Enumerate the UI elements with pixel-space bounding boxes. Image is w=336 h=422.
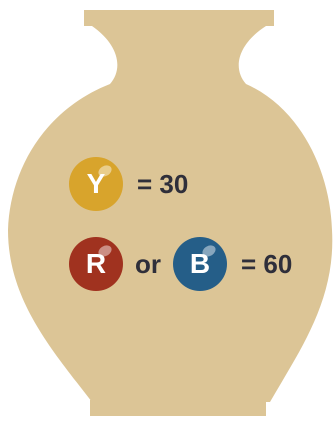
yellow-ball-letter: Y: [86, 168, 106, 199]
blue-ball: B: [173, 237, 227, 291]
red-ball-letter: R: [85, 248, 107, 279]
vase-base: [90, 400, 266, 416]
yellow-ball: Y: [69, 157, 123, 211]
red-blue-value: = 60: [241, 248, 293, 279]
vase-body: [8, 26, 333, 402]
rule-red-or-blue: R or B = 60: [69, 237, 292, 291]
or-connector: or: [135, 248, 161, 279]
rule-yellow: Y = 30: [69, 157, 188, 211]
red-ball: R: [69, 237, 123, 291]
blue-ball-letter: B: [189, 248, 211, 279]
yellow-value: = 30: [137, 168, 189, 199]
vase-rim: [84, 10, 274, 26]
